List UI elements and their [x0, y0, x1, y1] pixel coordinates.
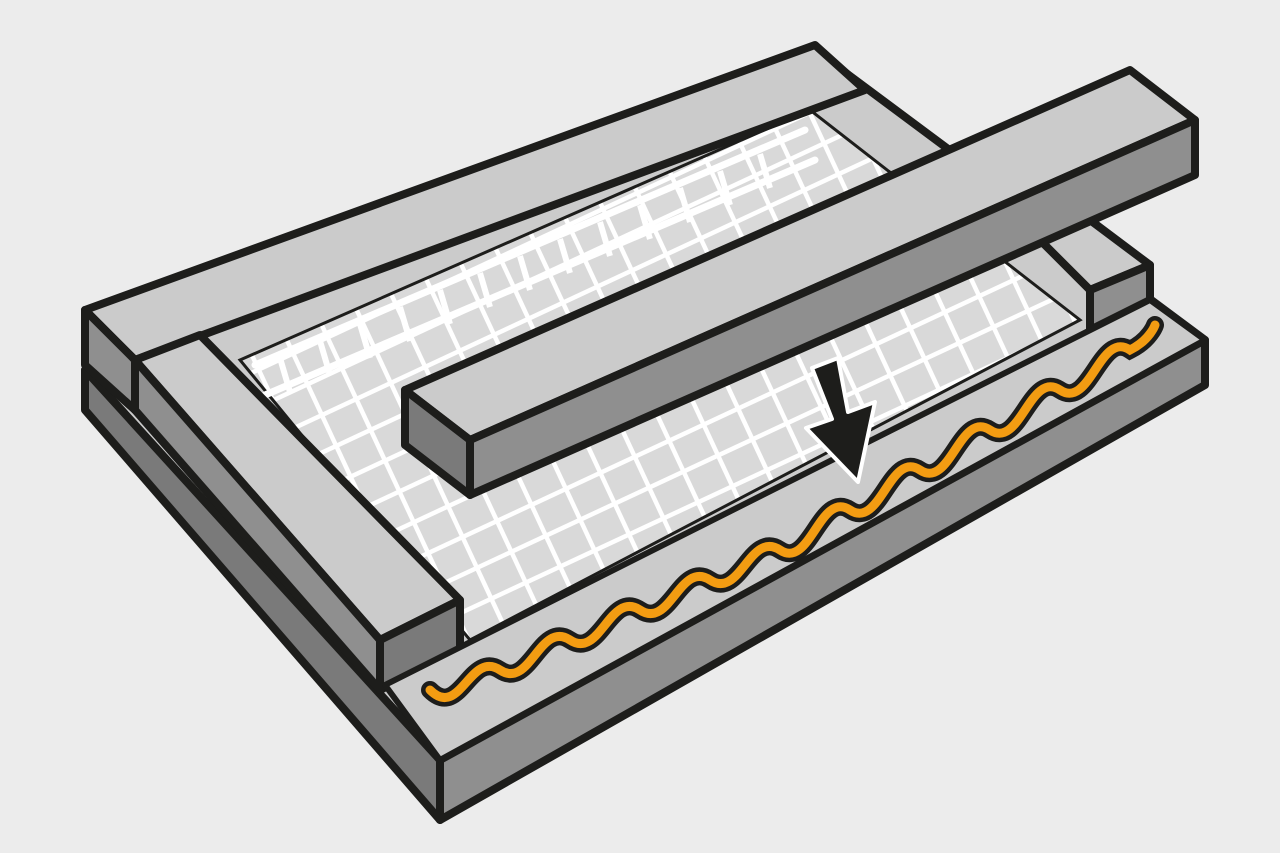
loose-bar	[401, 66, 1199, 499]
adhesive-bead-fill	[425, 320, 1160, 702]
down-arrow-icon	[804, 356, 877, 484]
mesh-edge-posts	[277, 153, 773, 393]
loose-bar-end	[401, 386, 474, 499]
frame-rail-left	[131, 331, 464, 694]
base-board-left	[81, 366, 444, 824]
mesh-edge-back	[251, 126, 819, 399]
